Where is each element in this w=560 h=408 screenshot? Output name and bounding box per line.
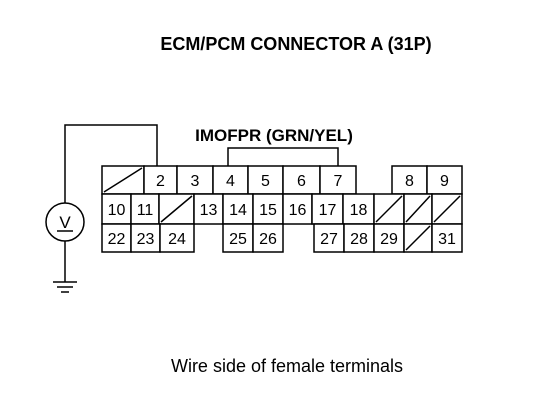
voltmeter-symbol: V [59,213,71,232]
terminal-cell [252,223,284,253]
terminal-cell [130,223,161,253]
terminal-number: 25 [229,231,247,248]
terminal-cell [130,193,160,225]
terminal-number: 11 [137,202,154,219]
terminal-number: 24 [168,231,186,248]
terminal-cell [159,223,195,253]
terminal-number: 5 [261,173,270,190]
ground-icon [53,241,77,293]
terminal-number: 10 [108,202,126,219]
wire-label: IMOFPR (GRN/YEL) [195,126,353,145]
unused-terminal-mark [433,195,461,223]
terminal-number: 29 [380,231,398,248]
terminal-number: 18 [350,202,368,219]
terminal-number: 13 [200,202,218,219]
terminal-number: 6 [297,173,306,190]
unused-terminal-mark [160,195,193,223]
unused-terminal-mark [375,195,403,223]
terminal-number: 26 [259,231,277,248]
terminal-number: 28 [350,231,368,248]
terminal-number: 3 [191,173,200,190]
unused-terminal-mark [405,195,431,223]
unused-terminal-mark [405,225,431,251]
terminal-number: 17 [319,202,337,219]
diagram-title: ECM/PCM CONNECTOR A (31P) [160,34,431,54]
terminal-number: 15 [259,202,277,219]
voltmeter-icon: V [45,202,85,242]
terminal-cell [319,165,357,195]
terminal-number: 4 [226,173,235,190]
terminal-cell [426,165,463,195]
terminal-cell [431,223,463,253]
terminal-number: 7 [334,173,343,190]
terminal-cell [222,223,254,253]
terminal-number: 27 [320,231,338,248]
terminal-number: 8 [405,173,414,190]
terminal-cell [342,193,375,225]
terminal-number: 2 [156,173,165,190]
terminal-cell [222,193,254,225]
terminal-cell [101,223,132,253]
wire-bracket [227,147,339,166]
terminal-number: 22 [108,231,126,248]
terminal-cell [101,193,132,225]
terminal-number: 31 [438,231,456,248]
terminal-number: 23 [137,231,155,248]
terminal-number: 14 [229,202,247,219]
terminal-number: 16 [289,202,307,219]
terminal-cell [143,165,178,195]
terminal-number: 9 [440,173,449,190]
probe-lead [64,124,158,203]
diagram-caption: Wire side of female terminals [171,356,403,376]
unused-terminal-mark [103,167,143,193]
terminal-cell [252,193,284,225]
terminal-cell [247,165,284,195]
